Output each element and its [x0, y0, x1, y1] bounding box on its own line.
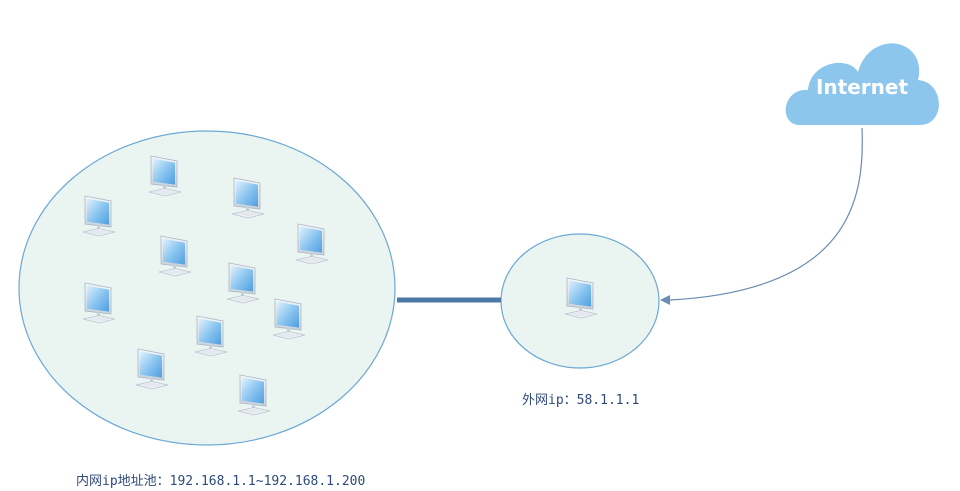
- gateway-caption: 外网ip：58.1.1.1: [522, 393, 640, 408]
- internet-connector: [669, 127, 863, 301]
- internet-label: Internet: [816, 75, 908, 99]
- internet-cloud: Internet: [785, 43, 939, 125]
- internal-network-caption: 内网ip地址池：192.168.1.1~192.168.1.200: [76, 474, 366, 489]
- internal-network-pool: [18, 130, 396, 446]
- connector-arrowhead: [660, 295, 670, 305]
